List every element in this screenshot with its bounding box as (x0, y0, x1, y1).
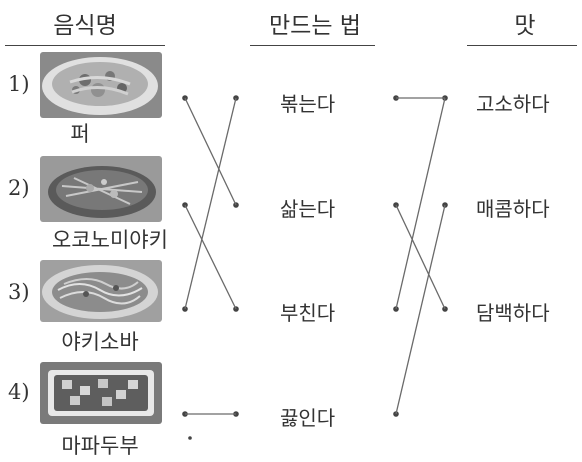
taste-spicy: 매콤하다 (476, 197, 550, 221)
method-stir-fry: 볶는다 (280, 92, 336, 116)
food-name: 오코노미야키 (52, 228, 168, 252)
link-boil-mild (395, 204, 446, 310)
food-name: 퍼 (70, 122, 90, 146)
method-right-dots (393, 95, 399, 417)
food-number: 2) (8, 176, 30, 200)
header-method: 만드는 법 (269, 13, 361, 39)
link-panfry-savory (395, 97, 446, 310)
yakisoba-photo (40, 260, 162, 322)
method-boil: 삶는다 (280, 197, 336, 221)
taste-savory: 고소하다 (476, 92, 550, 116)
okonomiyaki-photo (40, 156, 162, 222)
food-name: 야키소바 (61, 330, 139, 354)
header-food: 음식명 (53, 13, 117, 39)
header-taste: 맛 (514, 13, 536, 39)
taste-mild: 담백하다 (476, 301, 550, 325)
header-rule-food (5, 45, 165, 46)
link-pho-boil (184, 97, 237, 206)
link-simmer-spicy (395, 204, 446, 415)
link-okonomiyaki-panfry (184, 204, 237, 310)
link-yakisoba-stirfry (184, 97, 237, 310)
method-pan-fry: 부친다 (280, 301, 336, 325)
food-number: 4) (8, 380, 30, 404)
food-dots (182, 95, 192, 440)
food-name: 마파두부 (61, 434, 139, 458)
stray-dot (188, 436, 192, 440)
food-number: 3) (8, 280, 30, 304)
mapo-tofu-photo (40, 362, 162, 424)
method-left-dots (233, 95, 239, 417)
header-rule-method (250, 45, 375, 46)
food-number: 1) (8, 72, 30, 96)
taste-dots (442, 95, 448, 312)
method-simmer: 끓인다 (280, 406, 336, 430)
header-rule-taste (467, 45, 577, 46)
pho-bowl-photo (40, 52, 162, 118)
